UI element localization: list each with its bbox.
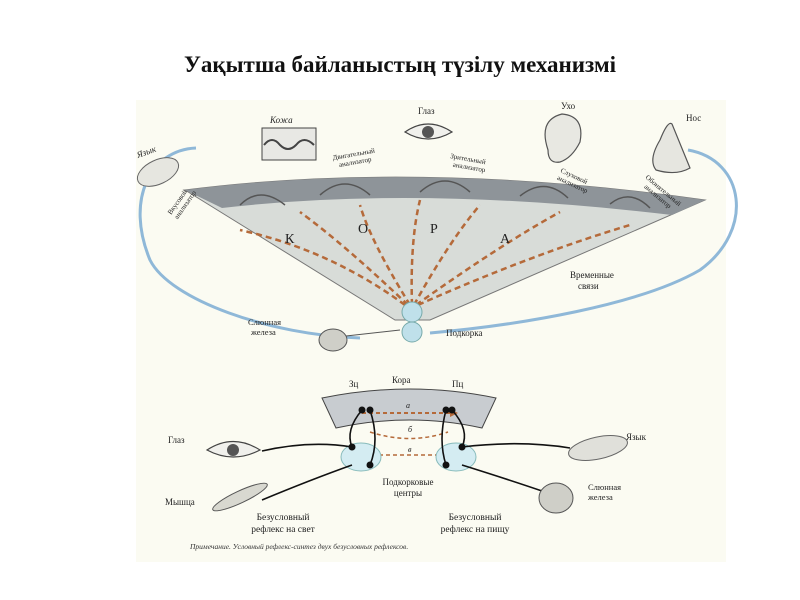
- ear-illustration: [544, 113, 582, 163]
- subcortex-lower-node: [401, 321, 423, 343]
- link-line-7: [417, 223, 631, 307]
- center-left-label: Зц: [349, 379, 359, 389]
- tongue-illustration: [136, 157, 180, 187]
- link-line-4: [410, 199, 422, 306]
- path-a-label: а: [406, 401, 410, 410]
- nose-label: Нос: [686, 113, 701, 123]
- link-line-5: [412, 204, 481, 306]
- cortex-letter-k: К: [285, 232, 295, 247]
- cortex-letter-o: О: [358, 222, 368, 237]
- lower-cortex-label: Кора: [392, 375, 411, 385]
- subcortex-label: Подкорка: [446, 328, 482, 338]
- arc-b: [369, 431, 449, 440]
- subcortex-upper-node: [401, 301, 423, 323]
- tongue-illustration-lower: [568, 435, 628, 461]
- skin-label: Кожа: [269, 115, 293, 125]
- temporary-link-lines: [239, 199, 631, 307]
- link-line-3: [358, 204, 412, 306]
- neuron-dots: [348, 406, 466, 469]
- muscle-illustration: [212, 482, 268, 512]
- link-line-1: [239, 228, 406, 307]
- cortex-gray-layer: [185, 177, 705, 215]
- footnote: Примечание. Условный рефлекс-синтез двух…: [189, 542, 408, 551]
- page-title: Уақытша байланыстың түзілу механизмі: [183, 52, 617, 77]
- salivary-gland-upper: [318, 328, 348, 352]
- path-b-label: б: [408, 425, 413, 434]
- cortex-letter-r: Р: [430, 222, 438, 237]
- link-line-6: [415, 210, 561, 307]
- ear-label: Ухо: [561, 101, 576, 111]
- path-v-label: в: [408, 445, 412, 454]
- cortex-letter-a: А: [500, 232, 511, 247]
- cortex-folds: [239, 180, 651, 209]
- skin-illustration: [261, 127, 317, 161]
- nerve-connections: [261, 409, 571, 501]
- skin-texture: [263, 139, 315, 150]
- motor-analyzer-label: Двигательныйанализатор: [332, 147, 377, 170]
- tongue-label: Язык: [134, 143, 158, 160]
- salivary-gland-lower: [538, 482, 574, 514]
- nose-illustration: [652, 122, 691, 174]
- lower-cortex-band: [321, 388, 497, 429]
- tongue-label-lower: Язык: [626, 432, 647, 442]
- muscle-label: Мышца: [165, 497, 195, 507]
- eye-pupil-lower: [227, 444, 239, 456]
- right-nerve-arc: [429, 148, 738, 335]
- eye-label-lower: Глаз: [168, 435, 185, 445]
- visual-analyzer-label: Зрительныйанализатор: [448, 152, 488, 174]
- eye-pupil-upper: [422, 126, 434, 138]
- salivary-gland-leader: [345, 329, 401, 337]
- center-right-label: Пц: [452, 379, 463, 389]
- eye-label-upper: Глаз: [418, 106, 435, 116]
